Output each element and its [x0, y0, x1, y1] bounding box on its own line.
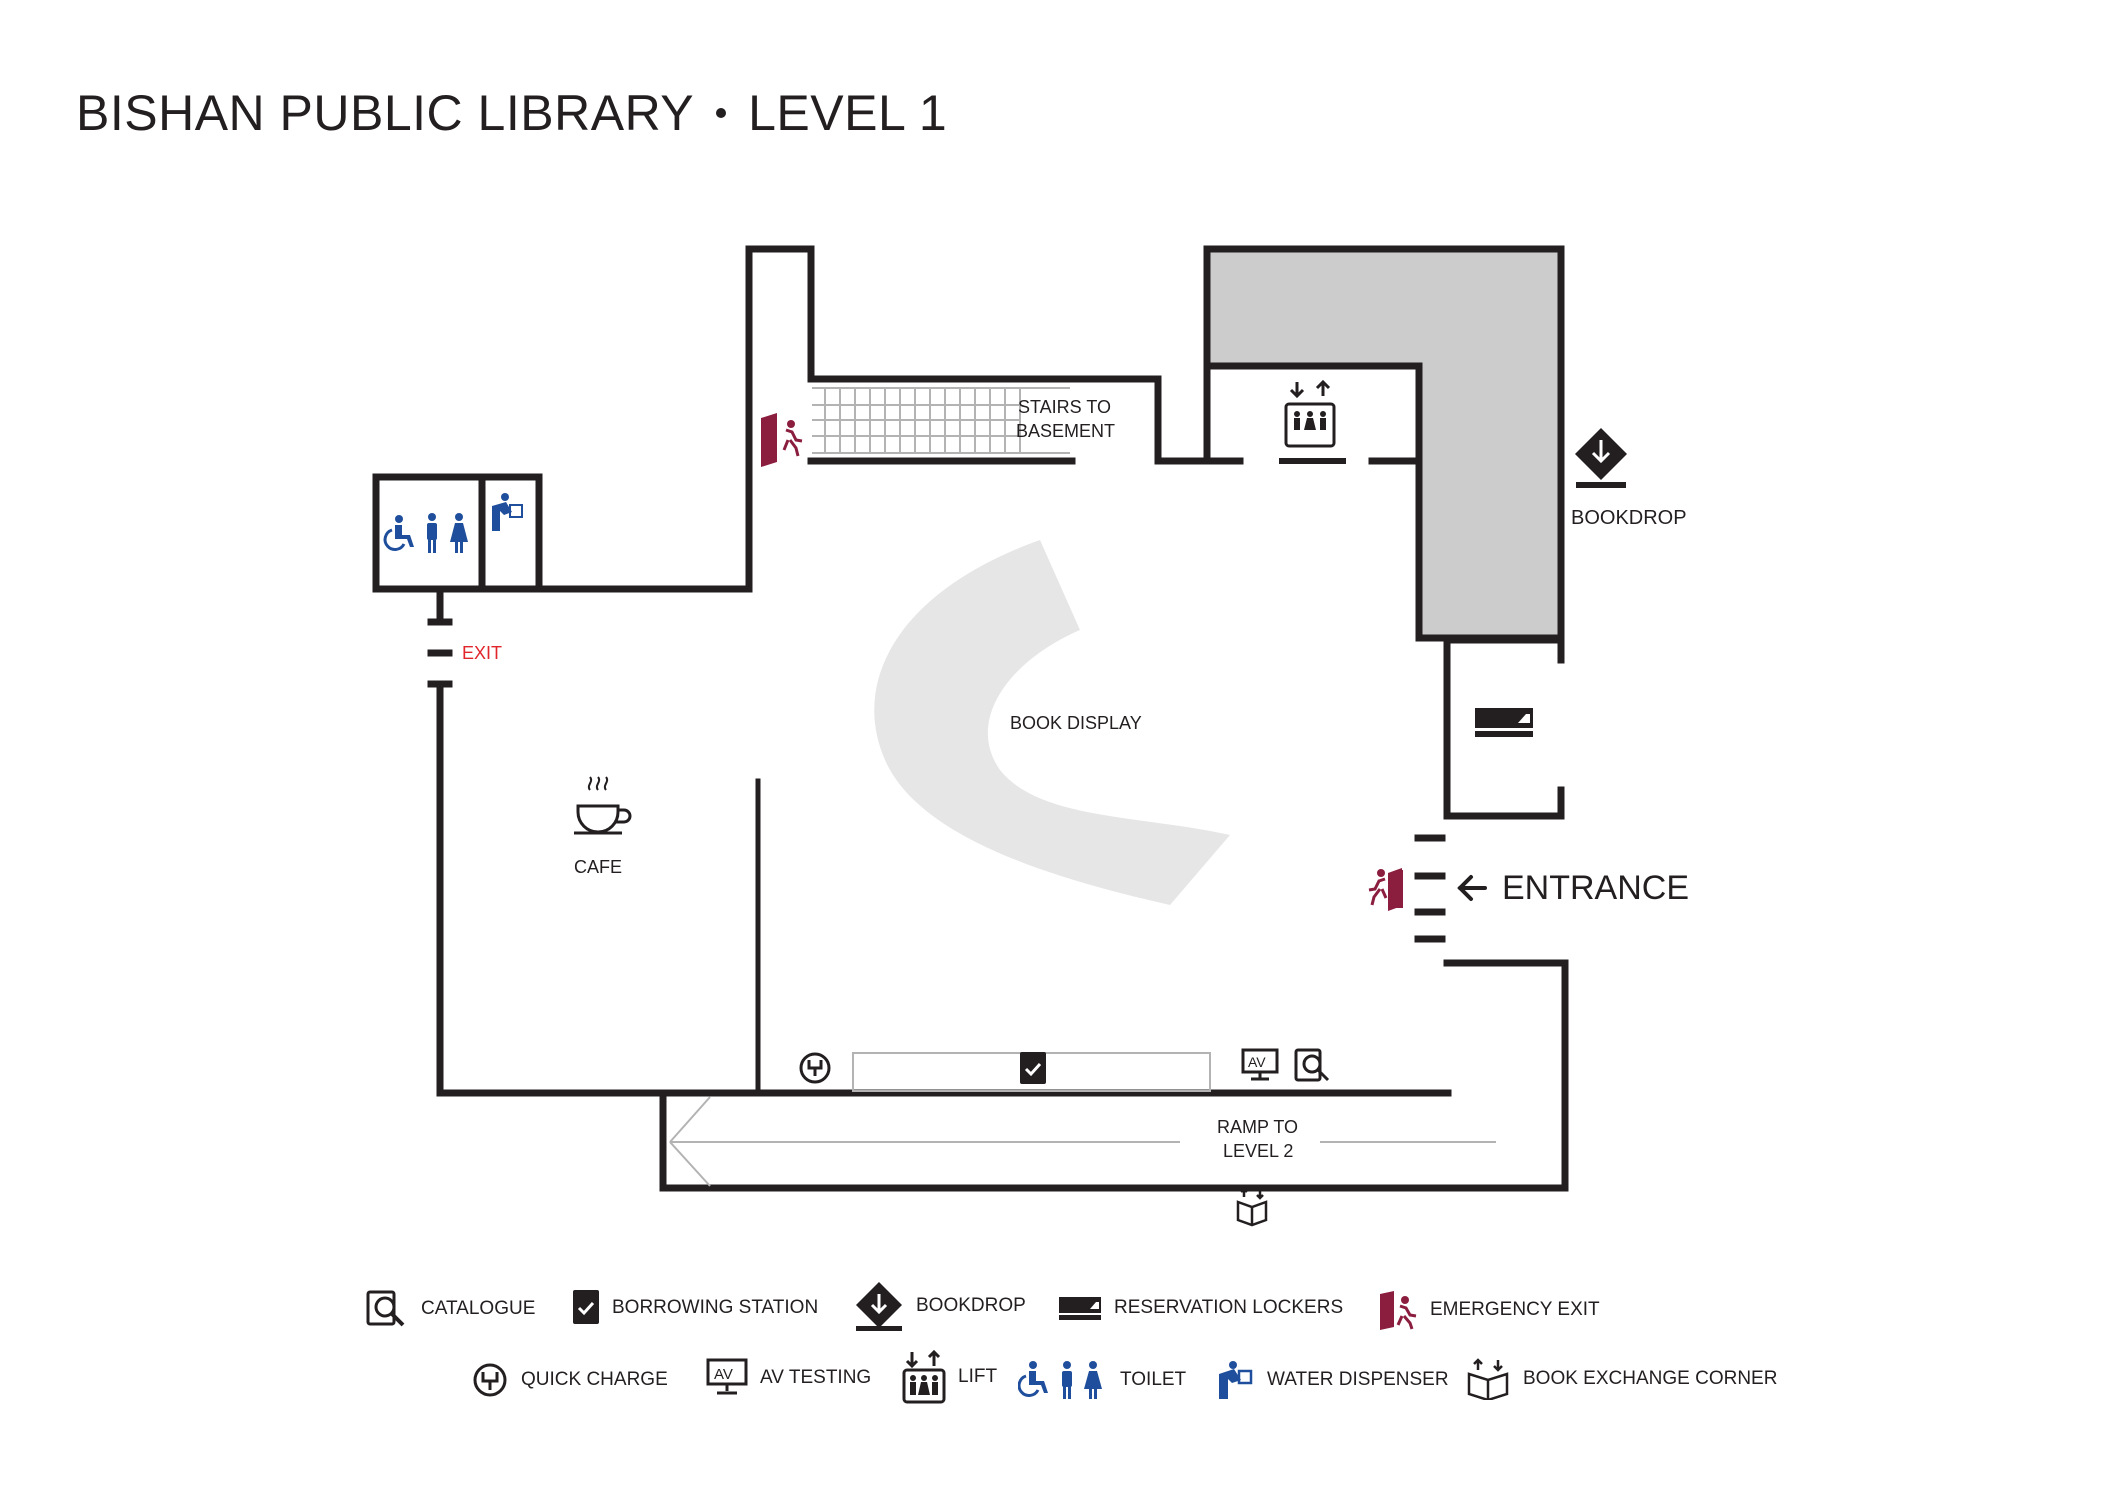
svg-text:AV: AV	[714, 1366, 733, 1383]
lift-icon	[902, 1350, 946, 1404]
library-name: BISHAN PUBLIC LIBRARY	[76, 85, 695, 141]
exit-label: EXIT	[462, 643, 502, 663]
page-title: BISHAN PUBLIC LIBRARY LEVEL 1	[76, 84, 947, 142]
toilet-icon	[383, 513, 468, 553]
book-exchange-corner-icon	[1236, 1187, 1268, 1227]
av-testing-icon: AV	[706, 1358, 748, 1395]
quick-charge-icon	[799, 1052, 831, 1084]
legend-item-av-testing: AV AV TESTING	[706, 1358, 871, 1398]
bookdrop-label: BOOKDROP	[1571, 507, 1687, 529]
legend-label: RESERVATION LOCKERS	[1114, 1297, 1344, 1318]
lift-icon	[1284, 379, 1336, 448]
book-exchange-corner-icon	[1467, 1358, 1509, 1400]
stairs-label-line2: BASEMENT	[1016, 421, 1115, 441]
legend-label: BOOKDROP	[916, 1295, 1026, 1316]
book-display-label: BOOK DISPLAY	[1010, 713, 1142, 733]
legend-item-book-exchange-corner: BOOK EXCHANGE CORNER	[1465, 1358, 1777, 1400]
borrowing-station-icon	[573, 1290, 599, 1324]
bookdrop-icon	[1575, 428, 1627, 488]
legend-item-quick-charge: QUICK CHARGE	[471, 1361, 668, 1399]
legend-item-lift: LIFT	[902, 1350, 997, 1404]
ramp-label-line2: LEVEL 2	[1223, 1141, 1293, 1161]
quick-charge-icon	[473, 1363, 507, 1397]
legend-label: BORROWING STATION	[612, 1297, 819, 1318]
ramp-label-line1: RAMP TO	[1217, 1117, 1298, 1137]
reservation-lockers-icon	[1059, 1297, 1101, 1320]
stairs	[812, 387, 1070, 454]
reservation-lockers-icon	[1475, 708, 1533, 737]
legend-item-toilet: TOILET	[1018, 1360, 1186, 1400]
toilet-icon	[1018, 1361, 1102, 1399]
legend-label: CATALOGUE	[421, 1298, 536, 1319]
legend-label: BOOK EXCHANGE CORNER	[1523, 1368, 1778, 1389]
legend-item-water-dispenser: WATER DISPENSER	[1215, 1360, 1449, 1400]
walls	[372, 245, 1569, 1192]
legend-item-borrowing-station: BORROWING STATION	[572, 1288, 818, 1328]
water-dispenser-icon	[1219, 1361, 1253, 1399]
legend-label: TOILET	[1120, 1369, 1187, 1390]
av-testing-icon: AV	[1241, 1048, 1279, 1081]
bookdrop-icon	[856, 1282, 902, 1331]
emergency-exit-icon	[1368, 868, 1403, 911]
entrance-label: ENTRANCE	[1502, 869, 1689, 907]
water-dispenser-icon	[492, 493, 523, 531]
catalogue-icon	[366, 1290, 405, 1327]
svg-text:AV: AV	[1248, 1054, 1266, 1070]
borrowing-station-icon	[1020, 1052, 1046, 1084]
legend-item-catalogue: CATALOGUE	[365, 1289, 535, 1329]
catalogue-icon	[1294, 1048, 1330, 1082]
legend-label: EMERGENCY EXIT	[1430, 1299, 1600, 1320]
legend-item-bookdrop: BOOKDROP	[854, 1280, 1026, 1332]
emergency-exit-icon	[1380, 1291, 1417, 1330]
legend-label: AV TESTING	[760, 1367, 872, 1388]
legend-label: LIFT	[958, 1366, 998, 1387]
legend-label: QUICK CHARGE	[521, 1369, 668, 1390]
emergency-exit-icon	[761, 413, 803, 467]
legend-item-reservation-lockers: RESERVATION LOCKERS	[1058, 1295, 1343, 1321]
book-display-area	[874, 540, 1230, 905]
stairs-label-line1: STAIRS TO	[1018, 397, 1111, 417]
building-core	[1203, 245, 1565, 642]
title-separator-dot	[716, 107, 727, 118]
entrance-arrow-icon	[1457, 875, 1487, 901]
legend-label: WATER DISPENSER	[1267, 1369, 1449, 1390]
cafe-label: CAFE	[574, 857, 622, 877]
cafe-icon	[574, 776, 632, 835]
legend-item-emergency-exit: EMERGENCY EXIT	[1378, 1290, 1600, 1330]
level-name: LEVEL 1	[748, 85, 948, 141]
ramp-arrow	[669, 1096, 1496, 1187]
